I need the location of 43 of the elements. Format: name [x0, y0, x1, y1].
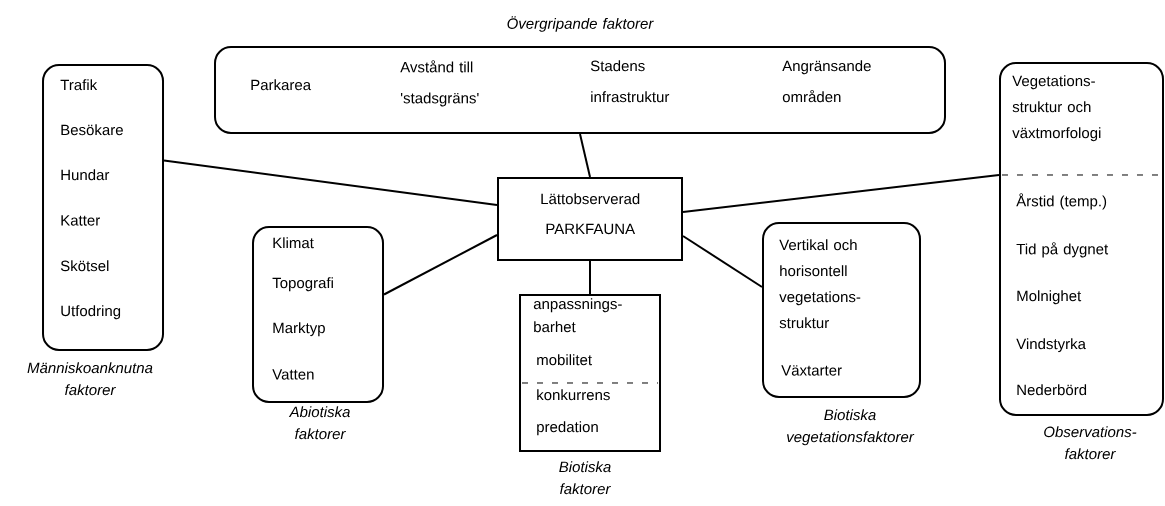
factor-box: Vegetations- struktur och växtmorfologi Årstid (temp.) Tid på dygnet Molnighet Vindstyrka Nederbörd	[999, 62, 1164, 416]
node-label: Skötsel	[60, 260, 109, 272]
node-label: Årstid (temp.)	[1016, 193, 1107, 210]
node-label: Parkarea	[251, 79, 312, 91]
node-label: Marktyp	[273, 322, 325, 337]
node-label: Klimat	[273, 237, 314, 249]
factor-box: anpassnings- barhet mobilitet konkurrens predation	[519, 294, 661, 452]
node-label: Biotiska faktorer	[559, 461, 611, 495]
factor-box: Klimat Topografi Marktyp Vatten	[252, 226, 384, 403]
node-label: Biotiska vegetationsfaktorer	[787, 409, 915, 446]
node-label: Människoanknutna faktorer	[27, 362, 153, 396]
node-label: Tid på dygnet	[1016, 242, 1109, 258]
factor-box: Trafik Besökare Hundar Katter Skötsel Utfodring	[42, 64, 164, 351]
node-label: Topografi	[272, 277, 333, 292]
node-label: predation	[537, 421, 598, 436]
node-label: Besökare	[61, 124, 123, 136]
connector-line	[682, 235, 763, 288]
node-label: Avstånd till 'stadsgräns'	[400, 60, 479, 107]
node-label: Molnighet	[1017, 290, 1082, 305]
connector-line	[163, 159, 498, 206]
node-label: konkurrens	[537, 389, 610, 401]
node-label: Observations- faktorer	[1044, 426, 1137, 460]
node-label: Hundar	[61, 169, 110, 181]
node-label: Abiotiska faktorer	[288, 406, 350, 440]
connector-line	[682, 174, 1000, 213]
connector-line	[589, 260, 591, 295]
node-label: Övergripande faktorer	[507, 16, 654, 32]
node-label: Vindstyrka	[1016, 338, 1086, 353]
node-label: Katter	[61, 215, 100, 226]
node-label: Vegetations- struktur och växtmorfologi	[1012, 75, 1101, 142]
factor-box: Parkarea Avstånd till 'stadsgräns' Stadens infrastruktur Angränsande områden	[214, 46, 946, 134]
node-label: mobilitet	[537, 354, 592, 366]
node-label: Vatten	[272, 369, 314, 380]
node-label: Angränsande områden	[782, 60, 871, 103]
connector-line	[383, 234, 498, 296]
node-label: Stadens infrastruktur	[590, 60, 670, 103]
factor-box: Lättobserverad PARKFAUNA	[497, 177, 683, 261]
node-label: Utfodring	[61, 305, 121, 320]
connector-line	[579, 133, 591, 178]
node-label: anpassnings- barhet	[533, 298, 622, 333]
node-label: Nederbörd	[1017, 384, 1087, 396]
node-label: Trafik	[60, 79, 98, 91]
factor-box: Vertikal och horisontell vegetations- struktur Växtarter	[762, 222, 921, 398]
